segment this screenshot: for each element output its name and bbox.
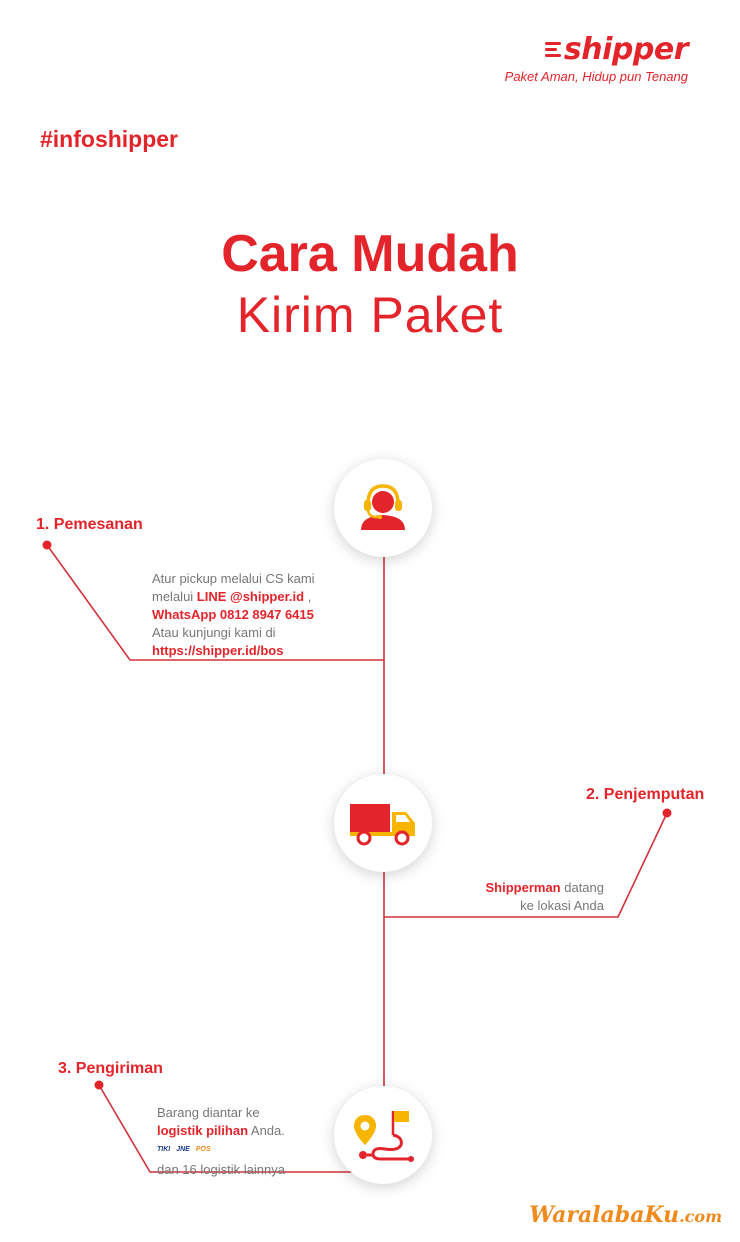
watermark-main: WaralabaKu (529, 1202, 680, 1228)
step3-text-line: Barang diantar ke (157, 1105, 260, 1120)
brand-name: shipper (563, 32, 689, 67)
step3-description: Barang diantar ke logistik pilihan Anda.… (157, 1104, 285, 1179)
step3-text-line: logistik pilihan Anda. (157, 1123, 285, 1138)
step2-description: Shipperman datang ke lokasi Anda (470, 879, 605, 915)
step1-text-line: Atur pickup melalui CS kami (152, 571, 315, 586)
step1-icon-circle (334, 459, 432, 557)
step1-connector (46, 544, 384, 661)
watermark-domain: .com (679, 1207, 722, 1226)
brand-logo: shipper Paket Aman, Hidup pun Tenang (504, 32, 689, 84)
step2-dot (662, 808, 672, 818)
step1-text-line: Atau kunjungi kami di (152, 625, 276, 640)
step3-connector (98, 1084, 360, 1173)
step1-text-line: WhatsApp 0812 8947 6415 (152, 607, 314, 622)
brand-tagline: Paket Aman, Hidup pun Tenang (504, 69, 688, 84)
page-title-line1: Cara Mudah (221, 225, 519, 283)
step3-dot (94, 1080, 104, 1090)
step2-connector (384, 812, 668, 918)
step3-text-line: dan 16 logistik lainnya (157, 1162, 285, 1177)
step1-link[interactable]: https://shipper.id/bos (152, 643, 284, 658)
step2-text-line: Shipperman datang (485, 880, 605, 895)
partner-logo-pos: POS (195, 1146, 211, 1153)
hashtag: #infoshipper (40, 126, 179, 152)
speed-lines-icon (544, 39, 561, 60)
watermark: WaralabaKu.com (529, 1202, 722, 1228)
delivery-truck-icon (350, 804, 415, 846)
partner-logo-jne: JNE (176, 1146, 190, 1153)
step1-dot (42, 540, 52, 550)
partner-logos: TIKI JNE POS (157, 1141, 285, 1159)
step3-label: 3. Pengiriman (58, 1060, 163, 1077)
step2-label: 2. Penjemputan (586, 786, 705, 803)
step1-description: Atur pickup melalui CS kami melalui LINE… (152, 570, 315, 660)
step1-label: 1. Pemesanan (36, 516, 143, 533)
step2-text-line: ke lokasi Anda (520, 898, 604, 913)
partner-logo-tiki: TIKI (157, 1146, 171, 1153)
brand-logo-wordmark: shipper (505, 32, 689, 67)
step3-icon-circle (334, 1086, 432, 1184)
route-location-flag-icon (354, 1111, 414, 1162)
page-title-line2: Kirim Paket (236, 287, 504, 343)
customer-service-headset-icon (361, 484, 405, 530)
step1-text-line: melalui LINE @shipper.id , (152, 589, 312, 604)
step2-icon-circle (334, 774, 432, 872)
